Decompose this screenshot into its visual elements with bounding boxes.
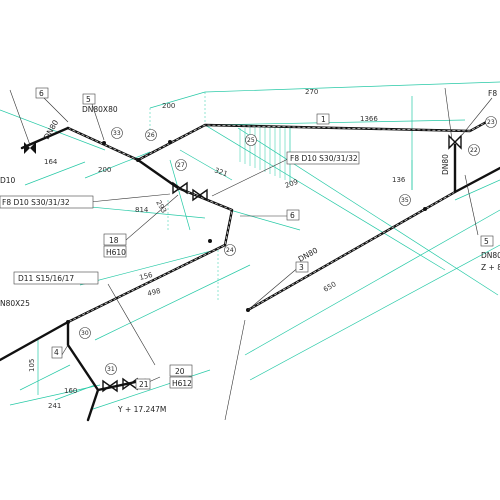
svg-text:6: 6 <box>39 89 44 98</box>
svg-text:4: 4 <box>54 348 59 357</box>
svg-text:3: 3 <box>299 263 304 272</box>
annotation-box-d11: D11 S15/16/17 <box>13 271 99 285</box>
label-z8: Z + 8 <box>481 263 500 272</box>
valve-right-icon <box>448 134 462 150</box>
svg-text:22: 22 <box>470 147 478 154</box>
dim-1366: 1366 <box>360 115 378 123</box>
dim-136: 136 <box>392 176 406 184</box>
annotation-box-f8-left: F8 D10 S30/31/32 <box>0 195 94 209</box>
svg-text:31: 31 <box>107 366 115 373</box>
dim-209: 209 <box>284 178 299 190</box>
svg-text:20: 20 <box>175 367 185 376</box>
svg-text:6: 6 <box>290 211 295 220</box>
pipe-lower <box>66 320 100 422</box>
circle-35: 35 <box>399 194 411 206</box>
box-21: 21 <box>135 378 151 390</box>
dim-160: 160 <box>64 387 77 395</box>
numbered-circles: 33 26 25 27 24 22 23 35 30 31 <box>79 116 497 375</box>
svg-text:D11 S15/16/17: D11 S15/16/17 <box>18 274 74 283</box>
dim-156: 156 <box>139 271 154 282</box>
svg-text:F8 D10 S30/31/32: F8 D10 S30/31/32 <box>290 154 358 163</box>
circle-24: 24 <box>224 244 236 256</box>
circle-33: 33 <box>111 127 123 139</box>
label-dn80-mid: DN80 <box>297 246 320 264</box>
box-20-h612: 20 H612 <box>169 364 193 389</box>
label-dn80-left: DN80 <box>42 118 60 141</box>
svg-text:F8 D10 S30/31/32: F8 D10 S30/31/32 <box>2 198 70 207</box>
dim-498: 498 <box>147 287 162 298</box>
svg-text:5: 5 <box>484 237 489 246</box>
svg-text:1: 1 <box>321 115 326 124</box>
svg-text:24: 24 <box>226 247 234 254</box>
dim-200-lower: 200 <box>98 166 111 174</box>
box-18-h610: 18 H610 <box>103 233 127 258</box>
circle-30: 30 <box>79 327 91 339</box>
hatch-area <box>239 127 286 180</box>
circle-23: 23 <box>485 116 497 128</box>
svg-text:21: 21 <box>139 380 149 389</box>
numbered-boxes: 6 5 1 18 H610 6 3 5 4 20 H612 21 <box>35 87 494 390</box>
label-f8-right: F8 <box>488 89 497 98</box>
dim-650: 650 <box>322 280 338 293</box>
annotation-box-f8-top: F8 D10 S30/31/32 <box>286 151 360 165</box>
svg-text:18: 18 <box>109 236 119 245</box>
box-1: 1 <box>316 113 330 125</box>
label-d10-left: D10 <box>0 176 16 185</box>
box-6-mid: 6 <box>286 209 300 221</box>
dim-200-upper: 200 <box>162 102 175 110</box>
box-4: 4 <box>51 346 63 359</box>
circle-22: 22 <box>468 144 480 156</box>
dim-293: 293 <box>154 199 168 215</box>
svg-text:27: 27 <box>177 162 185 169</box>
svg-text:23: 23 <box>487 119 495 126</box>
circle-27: 27 <box>175 159 187 171</box>
svg-text:H612: H612 <box>172 379 192 388</box>
box-5-top: 5 <box>82 93 96 105</box>
valves <box>24 134 462 393</box>
dim-241: 241 <box>48 402 61 410</box>
circle-31: 31 <box>105 363 117 375</box>
valve-lower-icon <box>102 379 118 393</box>
pipes <box>0 118 500 422</box>
label-dn80x25: N80X25 <box>0 299 30 308</box>
label-dn80x80: DN80X80 <box>82 105 118 114</box>
dim-814: 814 <box>135 206 149 214</box>
label-y-elev: Y + 17.247M <box>117 405 166 414</box>
valve-left-icon <box>24 142 36 154</box>
dim-164: 164 <box>44 158 58 166</box>
svg-text:H610: H610 <box>106 248 126 257</box>
dim-270: 270 <box>305 88 318 96</box>
svg-text:26: 26 <box>147 132 155 139</box>
box-6-top: 6 <box>35 87 49 99</box>
circle-26: 26 <box>145 129 157 141</box>
valve-mid-icon <box>172 181 188 195</box>
svg-text:25: 25 <box>247 137 255 144</box>
svg-text:30: 30 <box>81 330 89 337</box>
dimension-labels: 270 200 1366 321 209 200 164 136 814 293… <box>28 88 406 410</box>
dim-105: 105 <box>28 359 36 372</box>
box-3: 3 <box>295 261 309 273</box>
valve-mid2-icon <box>192 188 208 202</box>
svg-text:35: 35 <box>401 197 409 204</box>
pipe-right-out <box>453 166 500 194</box>
circle-25: 25 <box>245 134 257 146</box>
label-dn80-right: DN80 <box>441 154 450 175</box>
box-5-right: 5 <box>480 235 494 247</box>
svg-text:5: 5 <box>86 95 91 104</box>
dim-321: 321 <box>213 166 228 178</box>
label-dn80-right2: DN80 <box>481 251 500 260</box>
svg-text:33: 33 <box>113 130 121 137</box>
